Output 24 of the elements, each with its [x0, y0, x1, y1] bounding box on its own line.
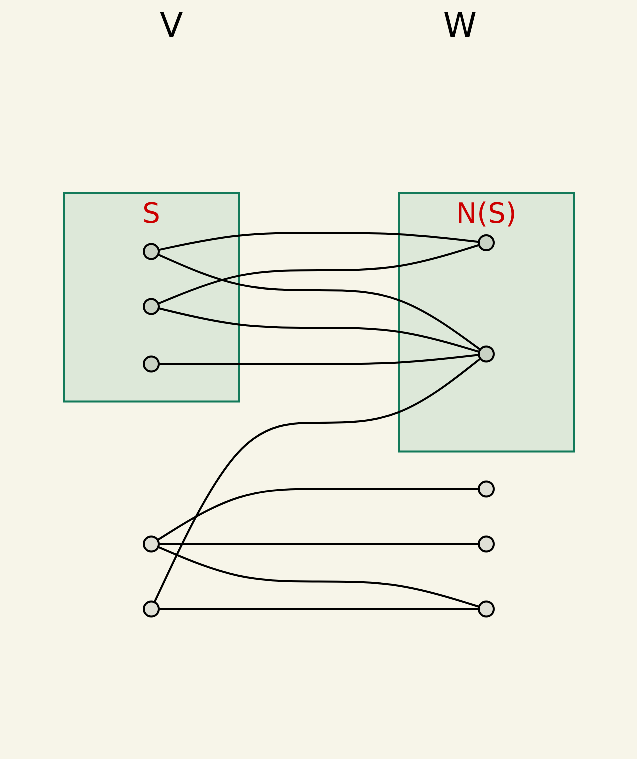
- connector: [158, 542, 478, 545]
- column-heading: V: [160, 6, 184, 48]
- connector: [158, 608, 478, 610]
- node-circle: [142, 600, 160, 618]
- connector: [153, 358, 481, 603]
- cluster: S: [62, 192, 240, 402]
- connector: [158, 307, 480, 353]
- connector: [158, 232, 479, 251]
- node-circle: [478, 345, 494, 362]
- node-circle: [142, 535, 160, 552]
- connector: [158, 546, 480, 608]
- cluster: N(S): [398, 192, 574, 452]
- node-circle: [478, 480, 494, 498]
- node-circle: [142, 355, 160, 372]
- connector: [157, 254, 481, 350]
- node-circle: [478, 234, 494, 252]
- connector: [156, 488, 478, 541]
- connector: [158, 244, 480, 304]
- node-circle: [142, 242, 160, 260]
- column-heading: W: [443, 6, 477, 48]
- node-circle: [478, 535, 494, 552]
- connector: [158, 354, 479, 365]
- node-circle: [142, 298, 160, 315]
- node-circle: [478, 600, 494, 618]
